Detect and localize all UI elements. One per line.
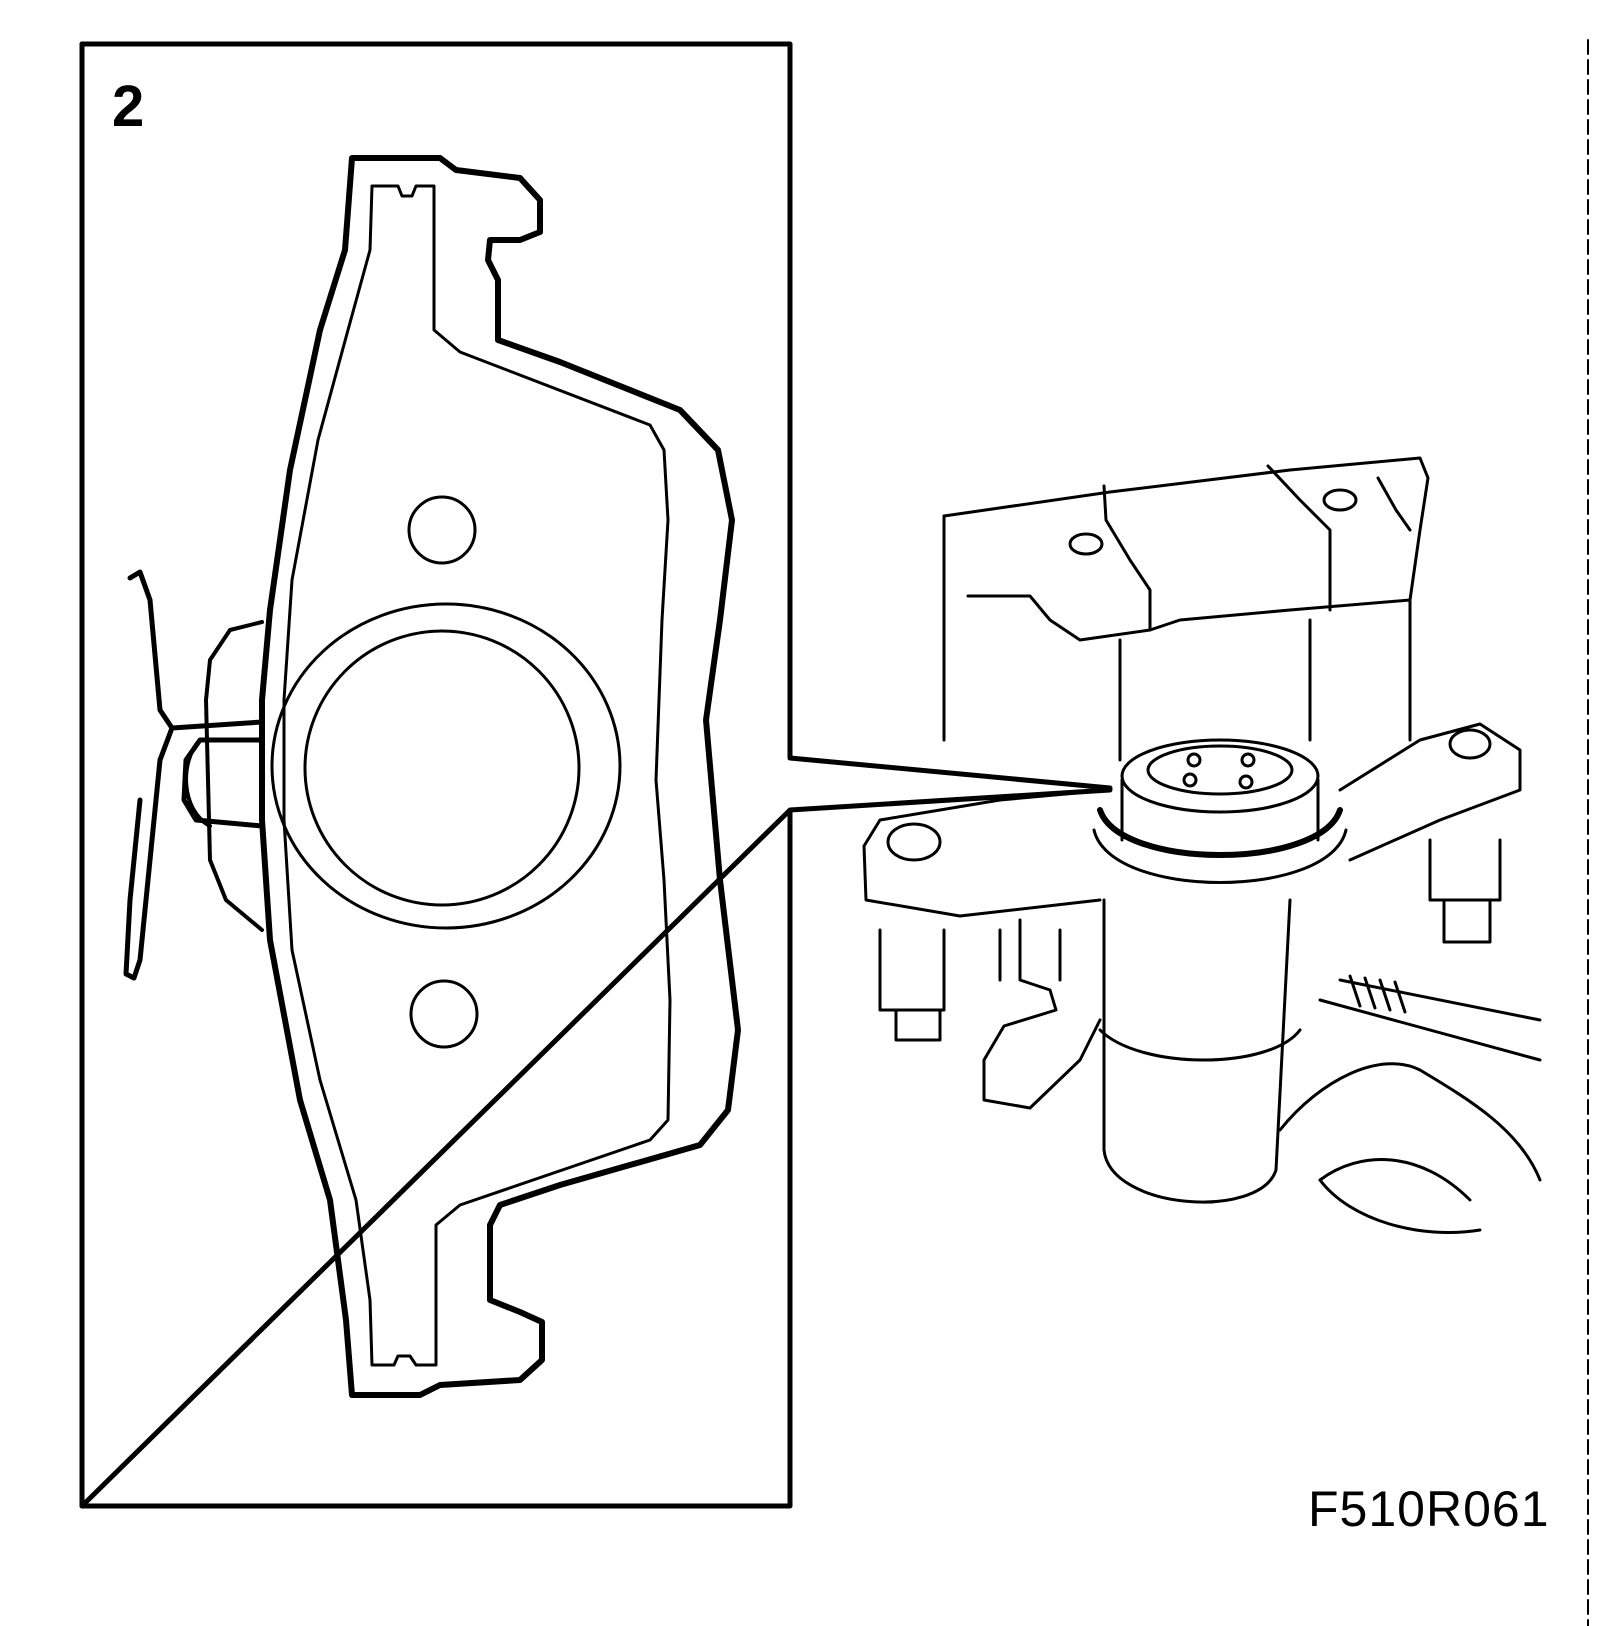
step-number: 2 (112, 74, 145, 139)
figure-code: F510R061 (1308, 1481, 1550, 1537)
spring-clip (123, 569, 265, 981)
piston-contact-center (303, 629, 581, 907)
pad-hole-bottom (409, 979, 479, 1049)
inset-frame (79, 41, 1113, 1509)
brake-caliper-piston-illustration (862, 456, 1542, 1234)
brake-pad-backing-plate (259, 155, 741, 1398)
brake-pad-friction-lining (282, 184, 672, 1367)
piston-contact-ring (270, 602, 622, 930)
brake-pad-detail-inset (123, 155, 741, 1398)
pad-hole-top (407, 495, 477, 565)
